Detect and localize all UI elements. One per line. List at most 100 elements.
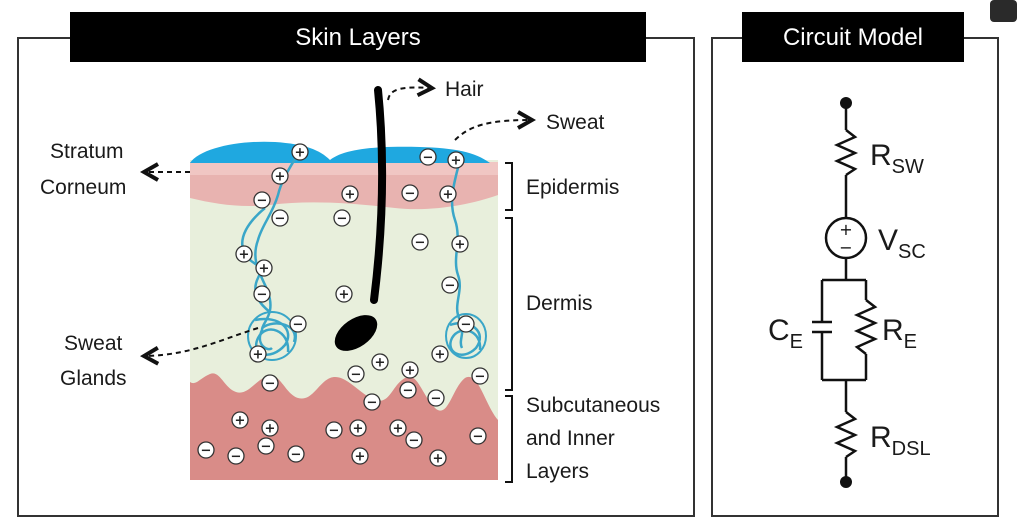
circuit-model-panel: Circuit Model + − RSW VSC CE R	[711, 0, 1017, 517]
svg-text:−: −	[329, 424, 340, 439]
svg-text:−: −	[431, 392, 442, 407]
terminal-bottom	[840, 476, 852, 488]
svg-text:−: −	[473, 430, 484, 445]
negative-ion: −	[289, 315, 307, 333]
positive-ion: +	[291, 143, 309, 161]
svg-text:+: +	[435, 348, 446, 363]
svg-text:+: +	[239, 248, 250, 263]
positive-ion: +	[271, 167, 289, 185]
positive-ion: +	[235, 245, 253, 263]
svg-text:−: −	[405, 187, 416, 202]
svg-text:+: +	[455, 238, 466, 253]
svg-text:−: −	[291, 448, 302, 463]
svg-text:+: +	[355, 450, 366, 465]
svg-text:+: +	[265, 422, 276, 437]
subcutaneous-label-line3: Layers	[526, 460, 589, 483]
svg-text:+: +	[345, 188, 356, 203]
svg-text:+: +	[451, 154, 462, 169]
svg-text:−: −	[415, 236, 426, 251]
skin-layers-panel: Skin Layers +−+++−+−	[17, 12, 695, 517]
negative-ion: −	[427, 389, 445, 407]
sweat-surface	[190, 141, 490, 163]
negative-ion: −	[257, 437, 275, 455]
sweat-glands-arrow	[146, 327, 259, 356]
positive-ion: +	[429, 449, 447, 467]
negative-ion: −	[253, 285, 271, 303]
positive-ion: +	[261, 419, 279, 437]
positive-ion: +	[231, 411, 249, 429]
svg-text:−: −	[337, 212, 348, 227]
positive-ion: +	[439, 185, 457, 203]
negative-ion: −	[253, 191, 271, 209]
svg-text:−: −	[265, 377, 276, 392]
terminal-top	[840, 97, 852, 109]
svg-text:+: +	[235, 414, 246, 429]
r-e-label: RE	[882, 314, 917, 353]
vsc-plus-sign: +	[839, 220, 852, 239]
skin-title-bar	[70, 12, 646, 62]
r-sw-label: RSW	[870, 139, 924, 178]
negative-ion: −	[399, 381, 417, 399]
negative-ion: −	[401, 184, 419, 202]
positive-ion: +	[389, 419, 407, 437]
sweat-arrow	[454, 120, 530, 141]
svg-text:+: +	[275, 170, 286, 185]
hair-strand	[334, 86, 387, 351]
svg-text:−: −	[257, 288, 268, 303]
sweat-glands-label-line2: Glands	[60, 367, 127, 390]
svg-text:+: +	[443, 188, 454, 203]
hair-arrow	[387, 88, 430, 101]
epidermis-brace	[505, 162, 513, 211]
layer-braces	[505, 162, 513, 483]
epidermis-label: Epidermis	[526, 176, 619, 199]
corner-icon	[990, 0, 1017, 22]
negative-ion: −	[287, 445, 305, 463]
circuit-panel-title: Circuit Model	[783, 24, 923, 51]
svg-text:−: −	[423, 151, 434, 166]
svg-text:−: −	[351, 368, 362, 383]
negative-ion: −	[411, 233, 429, 251]
positive-ion: +	[451, 235, 469, 253]
circuit-wires	[812, 103, 879, 482]
svg-text:−: −	[257, 194, 268, 209]
negative-ion: −	[405, 431, 423, 449]
subcutaneous-brace	[505, 395, 513, 483]
negative-ion: −	[261, 374, 279, 392]
negative-ion: −	[419, 148, 437, 166]
ion-group: +−+++−+−−−−+++−+−−−++++−−−−−−++−++−−−−−+…	[197, 143, 489, 467]
positive-ion: +	[371, 353, 389, 371]
svg-text:−: −	[403, 384, 414, 399]
negative-ion: −	[441, 276, 459, 294]
r-dsl-label: RDSL	[870, 421, 931, 460]
resistor-r-e	[853, 299, 879, 355]
dermis-label: Dermis	[526, 292, 593, 315]
svg-text:−: −	[445, 279, 456, 294]
positive-ion: +	[447, 151, 465, 169]
positive-ion: +	[249, 345, 267, 363]
negative-ion: −	[347, 365, 365, 383]
svg-text:−: −	[475, 370, 486, 385]
positive-ion: +	[335, 285, 353, 303]
stratum-label-line1: Stratum	[50, 140, 124, 163]
positive-ion: +	[351, 447, 369, 465]
sweat-glands-label-line1: Sweat	[64, 332, 123, 355]
resistor-r-sw	[833, 129, 859, 177]
dermis-brace	[505, 217, 513, 391]
resistor-r-dsl	[833, 411, 859, 459]
negative-ion: −	[469, 427, 487, 445]
svg-text:+: +	[339, 288, 350, 303]
subcutaneous-label-line1: Subcutaneous	[526, 394, 660, 417]
svg-text:+: +	[295, 146, 306, 161]
negative-ion: −	[325, 421, 343, 439]
svg-text:+: +	[375, 356, 386, 371]
vsc-minus-sign: −	[839, 238, 852, 257]
negative-ion: −	[363, 393, 381, 411]
negative-ion: −	[471, 367, 489, 385]
svg-text:+: +	[253, 348, 264, 363]
subcutaneous-label-line2: and Inner	[526, 427, 615, 450]
stratum-label-line2: Corneum	[40, 176, 126, 199]
positive-ion: +	[401, 361, 419, 379]
svg-text:+: +	[259, 262, 270, 277]
svg-text:−: −	[293, 318, 304, 333]
